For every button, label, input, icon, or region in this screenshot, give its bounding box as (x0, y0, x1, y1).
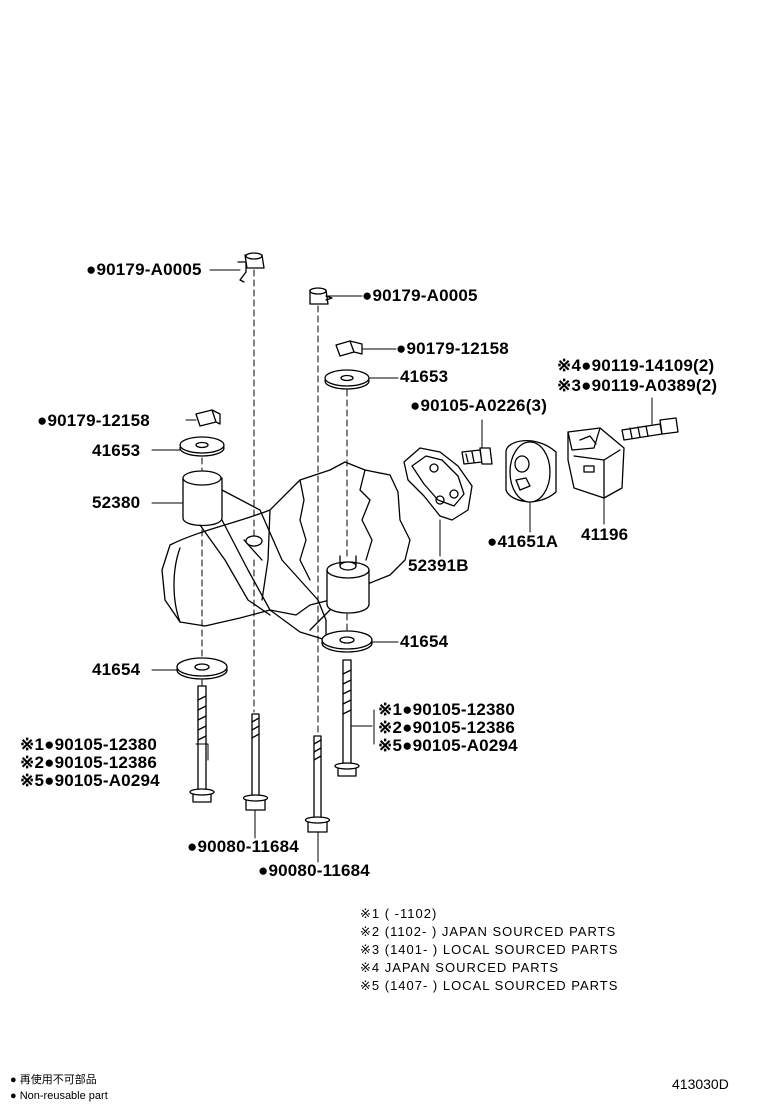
legend-en: ● Non-reusable part (10, 1090, 108, 1102)
bolt-90080-right (304, 735, 331, 833)
bracket-52391B (403, 447, 473, 521)
mount-41651A (505, 439, 557, 503)
callout-41654-left: 41654 (92, 660, 141, 679)
note-2: ※2 (1102- ) JAPAN SOURCED PARTS (360, 924, 617, 939)
callout-90080-11684-left: ●90080-11684 (187, 837, 299, 856)
washer-41654-left (176, 657, 228, 680)
washer-41653-left (179, 436, 225, 457)
callout-90179-A0005-right: ●90179-A0005 (362, 286, 478, 305)
note-4: ※4 JAPAN SOURCED PARTS (360, 960, 560, 975)
callout-52391B: 52391B (408, 556, 469, 575)
clip-90179-12158-right (335, 340, 363, 357)
callout-90105-12386-right: ※2●90105-12386 (378, 718, 515, 737)
callout-90179-12158-right: ●90179-12158 (396, 339, 509, 358)
bolt-90105-right (334, 659, 360, 777)
callout-90105-12380-left: ※1●90105-12380 (20, 735, 157, 754)
callout-90119-14109: ※4●90119-14109(2) (557, 356, 715, 375)
callout-90105-A0294-left: ※5●90105-A0294 (20, 771, 160, 790)
bolt-90105-A0226 (461, 447, 493, 465)
callout-41653-right: 41653 (400, 367, 449, 386)
bolt-90080-left (242, 713, 269, 811)
callout-41651A: ●41651A (487, 532, 559, 551)
note-5: ※5 (1407- ) LOCAL SOURCED PARTS (360, 978, 619, 993)
callout-52380: 52380 (92, 493, 141, 512)
nut-90179-A0005-right (309, 287, 333, 305)
callout-90119-A0389: ※3●90119-A0389(2) (557, 376, 718, 395)
callout-90179-12158-left: ●90179-12158 (37, 411, 150, 430)
callout-90080-11684-right: ●90080-11684 (258, 861, 370, 880)
callout-90105-12386-left: ※2●90105-12386 (20, 753, 157, 772)
washer-41653-right (324, 369, 370, 390)
washer-41654-right (321, 630, 373, 653)
callout-41196: 41196 (581, 525, 629, 544)
arm-52380 (182, 470, 327, 641)
figure-code: 413030D (672, 1076, 729, 1092)
callout-41653-left: 41653 (92, 441, 141, 460)
clip-90179-12158-left (195, 409, 221, 427)
callout-41654-right: 41654 (400, 632, 449, 651)
clip-90179-A0005-left (237, 252, 265, 283)
bolt-90119 (621, 417, 679, 441)
right-mount (309, 555, 370, 631)
bracket-41196 (567, 427, 625, 499)
callout-90105-12380-right: ※1●90105-12380 (378, 700, 515, 719)
callout-90105-A0294-right: ※5●90105-A0294 (378, 736, 518, 755)
legend-jp: ● 再使用不可部品 (10, 1074, 97, 1086)
callout-90105-A0226: ●90105-A0226(3) (410, 396, 548, 415)
callout-90179-A0005-left: ●90179-A0005 (86, 260, 202, 279)
note-1: ※1 ( -1102) (360, 906, 438, 921)
note-3: ※3 (1401- ) LOCAL SOURCED PARTS (360, 942, 619, 957)
